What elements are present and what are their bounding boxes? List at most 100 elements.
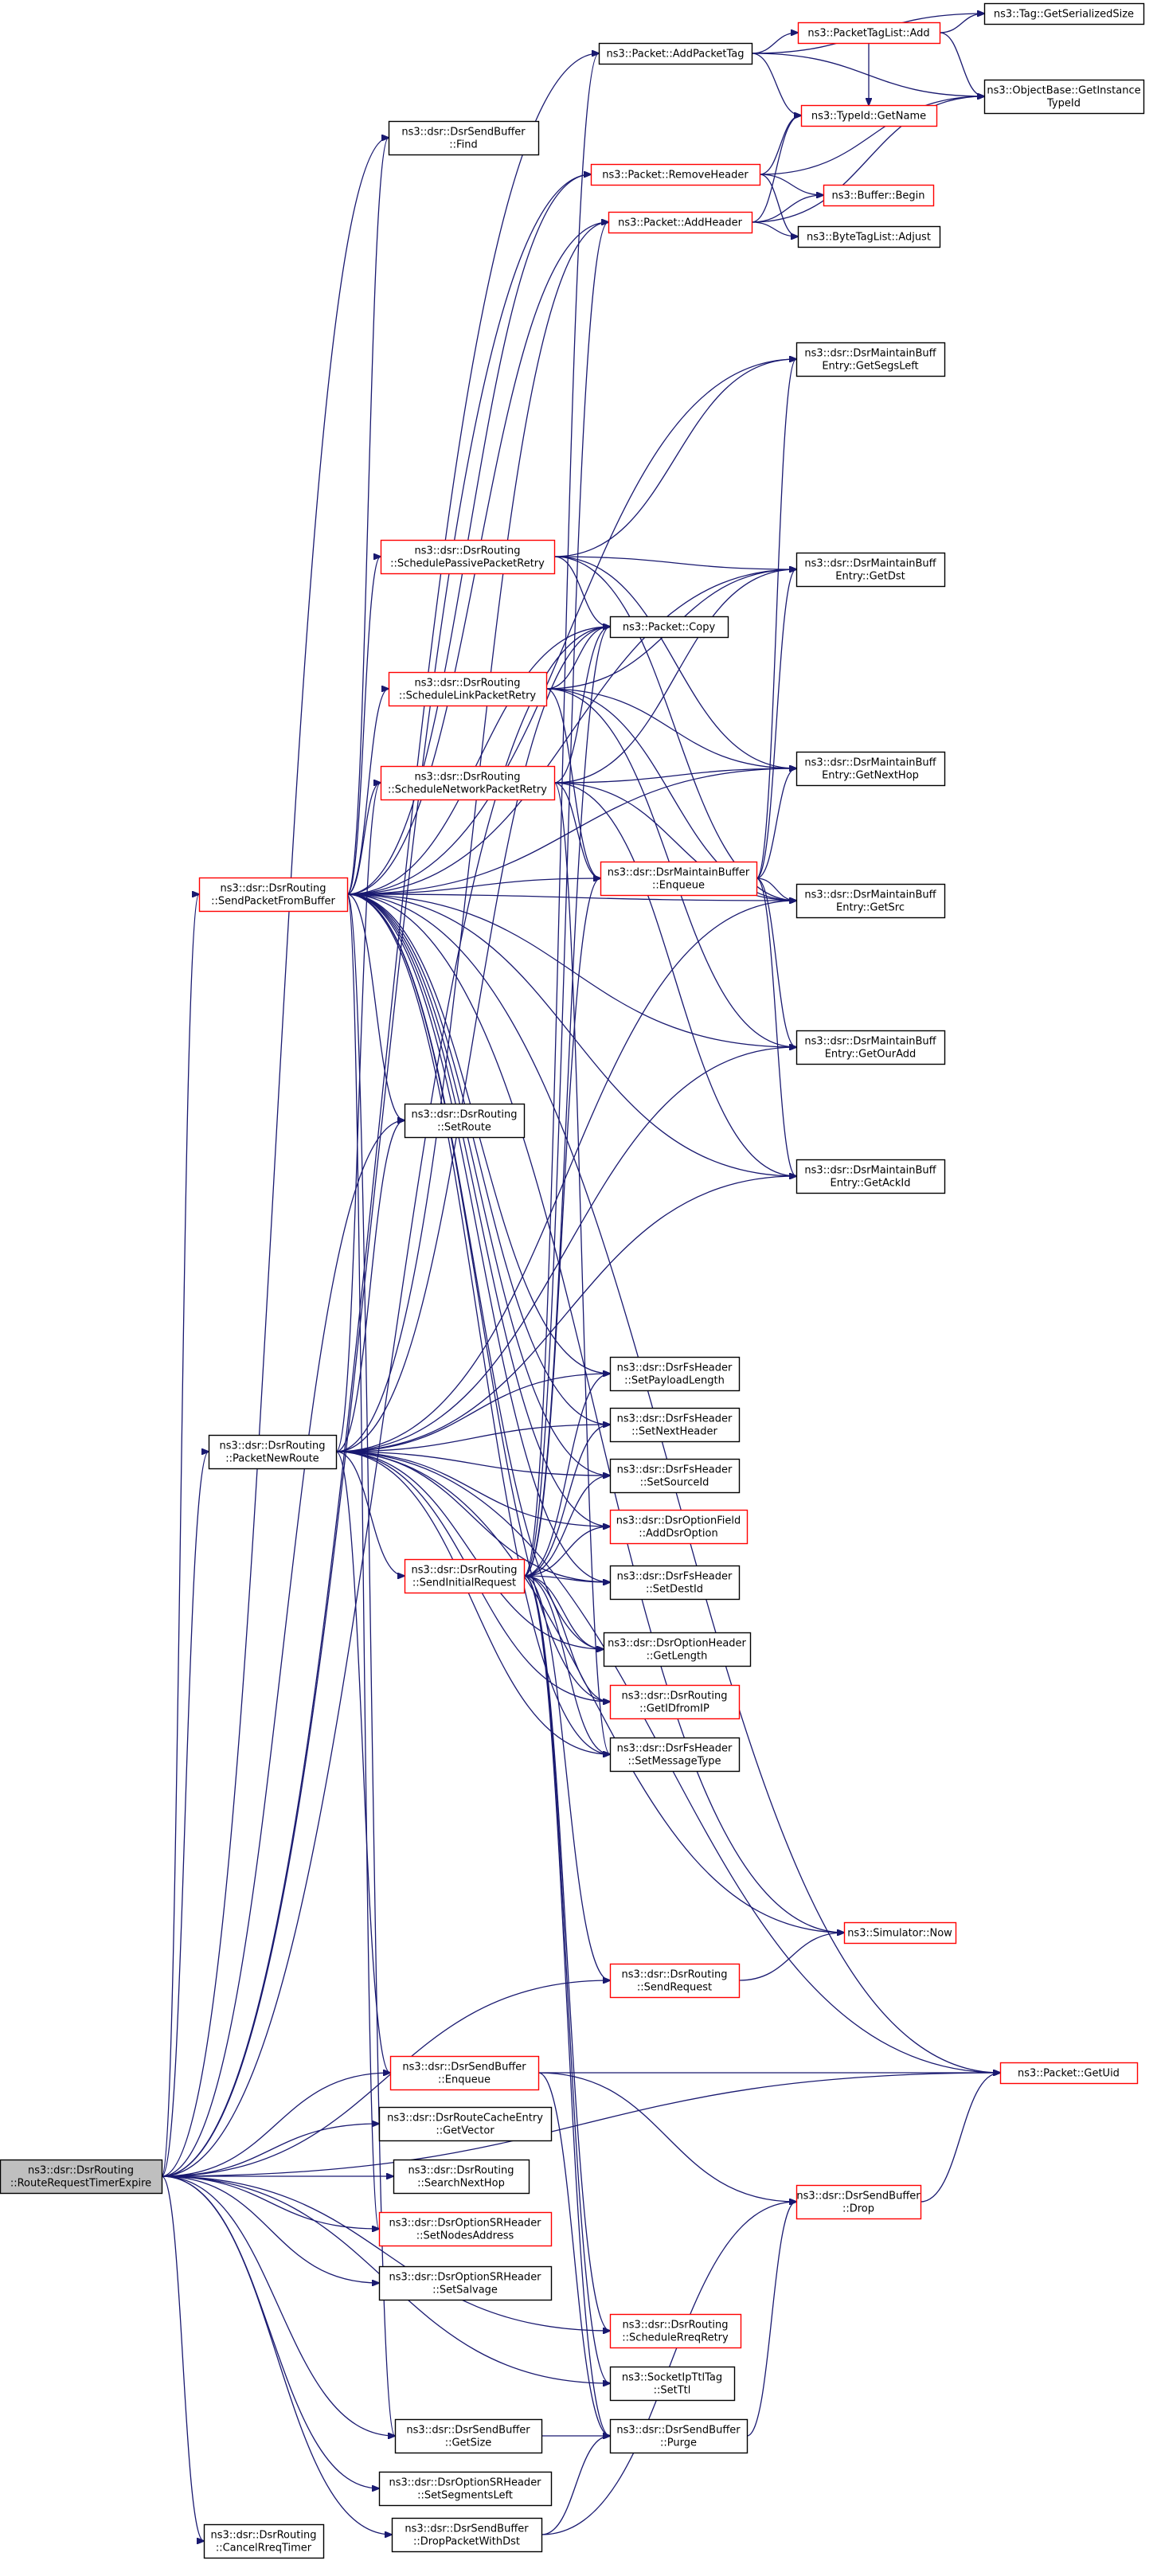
function-node-packetTagListAdd[interactable]: ns3::PacketTagList::Add bbox=[797, 21, 941, 45]
function-node-byteTagListAdjust[interactable]: ns3::ByteTagList::Adjust bbox=[797, 225, 941, 248]
function-node-getOurAdd[interactable]: ns3::dsr::DsrMaintainBuffEntry::GetOurAd… bbox=[795, 1030, 946, 1065]
function-node-setPayloadLength[interactable]: ns3::dsr::DsrFsHeader::SetPayloadLength bbox=[609, 1356, 741, 1392]
function-node-addPacketTag[interactable]: ns3::Packet::AddPacketTag bbox=[598, 42, 753, 65]
function-node-packetAddHeader[interactable]: ns3::Packet::AddHeader bbox=[608, 211, 753, 234]
function-node-setNextHeader[interactable]: ns3::dsr::DsrFsHeader::SetNextHeader bbox=[609, 1407, 741, 1443]
function-node-dropPacketWithDst[interactable]: ns3::dsr::DsrSendBuffer::DropPacketWithD… bbox=[391, 2517, 543, 2553]
call-edge-path bbox=[161, 2073, 390, 2177]
call-edge-root-to-sendPacketFromBuffer bbox=[161, 894, 199, 2177]
function-node-label: ns3::dsr::DsrRouting bbox=[211, 2530, 317, 2542]
function-node-label: ::SetMessageType bbox=[628, 1756, 721, 1768]
function-node-sendBufferGetSize[interactable]: ns3::dsr::DsrSendBuffer::GetSize bbox=[394, 2418, 543, 2454]
function-node-sendBufferPurge[interactable]: ns3::dsr::DsrSendBuffer::Purge bbox=[609, 2418, 749, 2454]
function-node-scheduleRreqRetry[interactable]: ns3::dsr::DsrRouting::ScheduleRreqRetry bbox=[609, 2313, 742, 2349]
function-node-typeIdGetName[interactable]: ns3::TypeId::GetName bbox=[800, 104, 938, 127]
function-node-getIDfromIP[interactable]: ns3::dsr::DsrRouting::GetIDfromIP bbox=[609, 1684, 741, 1720]
function-node-box bbox=[999, 2062, 1139, 2085]
function-node-setMessageType[interactable]: ns3::dsr::DsrFsHeader::SetMessageType bbox=[609, 1737, 741, 1773]
function-node-optionHeaderGetLength[interactable]: ns3::dsr::DsrOptionHeader::GetLength bbox=[603, 1632, 752, 1667]
function-node-label: ::ScheduleNetworkPacketRetry bbox=[388, 784, 547, 796]
call-edge-scheduleNetwork-to-setMessageType bbox=[553, 782, 610, 1754]
function-node-sendRequest[interactable]: ns3::dsr::DsrRouting::SendRequest bbox=[609, 1963, 741, 1999]
function-node-packetCopy[interactable]: ns3::Packet::Copy bbox=[609, 616, 729, 639]
function-node-label: ns3::dsr::DsrMaintainBuff bbox=[804, 1165, 936, 1177]
call-edge-sendInitialRequest-to-addPacketTag bbox=[523, 53, 599, 1577]
function-node-label: ns3::dsr::DsrRouting bbox=[623, 2320, 729, 2332]
function-node-maintainBufferEnqueue[interactable]: ns3::dsr::DsrMaintainBuffer::Enqueue bbox=[600, 861, 758, 897]
function-node-label: ::GetIDfromIP bbox=[639, 1703, 709, 1715]
call-edge-path bbox=[335, 627, 610, 1452]
function-node-setDestId[interactable]: ns3::dsr::DsrFsHeader::SetDestId bbox=[609, 1565, 741, 1601]
call-edge-path bbox=[523, 1575, 610, 1702]
function-node-socketIpTtlTagSetTtl[interactable]: ns3::SocketIpTtlTag::SetTtl bbox=[609, 2366, 736, 2402]
function-node-packetNewRoute[interactable]: ns3::dsr::DsrRouting::PacketNewRoute bbox=[208, 1434, 338, 1470]
function-node-box bbox=[603, 1632, 752, 1667]
call-edge-packetNewRoute-to-packetCopy bbox=[335, 627, 610, 1452]
call-edge-path bbox=[161, 138, 389, 2177]
call-edge-sendBufferDrop-to-packetGetUid bbox=[920, 2073, 1000, 2203]
function-node-setSourceId[interactable]: ns3::dsr::DsrFsHeader::SetSourceId bbox=[609, 1458, 741, 1494]
function-node-label: ns3::dsr::DsrSendBuffer bbox=[402, 2062, 526, 2074]
function-node-root[interactable]: ns3::dsr::DsrRouting::RouteRequestTimerE… bbox=[0, 2159, 163, 2195]
function-node-bufferBegin[interactable]: ns3::Buffer::Begin bbox=[823, 184, 935, 207]
function-node-label: ns3::dsr::DsrRouting bbox=[415, 772, 521, 784]
call-edge-packetTagListAdd-to-tagGetSerializedSize bbox=[939, 14, 984, 33]
call-edge-scheduleNetwork-to-getAckId bbox=[553, 782, 796, 1176]
function-node-getNextHop[interactable]: ns3::dsr::DsrMaintainBuffEntry::GetNextH… bbox=[795, 751, 946, 787]
call-edge-schedulePassive-to-packetCopy bbox=[553, 556, 610, 627]
function-node-packetRemoveHeader[interactable]: ns3::Packet::RemoveHeader bbox=[590, 163, 761, 186]
function-node-sendPacketFromBuffer[interactable]: ns3::dsr::DsrRouting::SendPacketFromBuff… bbox=[198, 877, 349, 913]
function-node-getSegsLeft[interactable]: ns3::dsr::DsrMaintainBuffEntry::GetSegsL… bbox=[795, 342, 946, 377]
function-node-scheduleNetwork[interactable]: ns3::dsr::DsrRouting::ScheduleNetworkPac… bbox=[380, 765, 556, 801]
function-node-setNodesAddress[interactable]: ns3::dsr::DsrOptionSRHeader::SetNodesAdd… bbox=[378, 2211, 553, 2247]
function-node-label: ::DropPacketWithDst bbox=[413, 2536, 520, 2548]
call-edge-path bbox=[545, 627, 610, 690]
function-node-box bbox=[598, 42, 753, 65]
function-node-box bbox=[203, 2523, 325, 2559]
function-node-box bbox=[208, 1434, 338, 1470]
function-node-cancelRreqTimer[interactable]: ns3::dsr::DsrRouting::CancelRreqTimer bbox=[203, 2523, 325, 2559]
function-node-setRoute[interactable]: ns3::dsr::DsrRouting::SetRoute bbox=[404, 1103, 526, 1139]
function-node-label: ns3::dsr::DsrRouting bbox=[412, 1565, 518, 1577]
function-node-addDsrOption[interactable]: ns3::dsr::DsrOptionField::AddDsrOption bbox=[609, 1509, 749, 1545]
call-edge-packetNewRoute-to-setNextHeader bbox=[335, 1425, 610, 1452]
function-node-tagGetSerializedSize[interactable]: ns3::Tag::GetSerializedSize bbox=[983, 2, 1145, 25]
call-edge-packetAddHeader-to-bufferBegin bbox=[751, 195, 823, 223]
call-edge-sendPacketFromBuffer-to-setDestId bbox=[346, 893, 610, 1582]
function-node-label: ns3::dsr::DsrRouting bbox=[415, 545, 521, 557]
function-node-searchNextHop[interactable]: ns3::dsr::DsrRouting::SearchNextHop bbox=[393, 2159, 530, 2195]
function-node-box bbox=[609, 1509, 749, 1545]
function-node-scheduleLink[interactable]: ns3::dsr::DsrRouting::ScheduleLinkPacket… bbox=[388, 671, 548, 707]
function-node-sendBufferEnqueue[interactable]: ns3::dsr::DsrSendBuffer::Enqueue bbox=[389, 2055, 540, 2091]
call-edge-path bbox=[523, 1575, 604, 1649]
function-node-routeCacheGetVector[interactable]: ns3::dsr::DsrRouteCacheEntry::GetVector bbox=[378, 2106, 553, 2142]
call-edge-path bbox=[335, 1176, 796, 1452]
call-edge-packetNewRoute-to-optionHeaderGetLength bbox=[335, 1451, 604, 1649]
function-node-sendInitialRequest[interactable]: ns3::dsr::DsrRouting::SendInitialRequest bbox=[404, 1558, 526, 1594]
function-node-setSalvage[interactable]: ns3::dsr::DsrOptionSRHeader::SetSalvage bbox=[378, 2265, 553, 2301]
call-edge-path bbox=[939, 32, 984, 96]
function-node-packetGetUid[interactable]: ns3::Packet::GetUid bbox=[999, 2062, 1139, 2085]
function-node-sendBufferFind[interactable]: ns3::dsr::DsrSendBuffer::Find bbox=[388, 120, 540, 156]
function-node-box bbox=[378, 2211, 553, 2247]
call-edge-path bbox=[553, 569, 796, 784]
function-node-label: TypeId bbox=[1046, 98, 1081, 110]
call-edge-sendPacketFromBuffer-to-getSrc bbox=[346, 893, 796, 901]
call-edge-root-to-routeCacheGetVector bbox=[161, 2124, 379, 2177]
call-edge-packetNewRoute-to-getSrc bbox=[335, 901, 796, 1452]
call-edge-path bbox=[346, 893, 395, 2436]
function-node-schedulePassive[interactable]: ns3::dsr::DsrRouting::SchedulePassivePac… bbox=[380, 539, 556, 575]
function-node-label: ::SearchNextHop bbox=[417, 2178, 505, 2190]
function-node-simulatorNow[interactable]: ns3::Simulator::Now bbox=[843, 1921, 957, 1945]
call-edge-root-to-sendRequest bbox=[161, 1980, 610, 2177]
function-node-sendBufferDrop[interactable]: ns3::dsr::DsrSendBuffer::Drop bbox=[795, 2184, 922, 2220]
call-edge-packetNewRoute-to-setPayloadLength bbox=[335, 1374, 610, 1452]
function-node-setSegmentsLeft[interactable]: ns3::dsr::DsrOptionSRHeader::SetSegments… bbox=[378, 2471, 553, 2507]
function-node-box bbox=[404, 1103, 526, 1139]
function-node-box bbox=[823, 184, 935, 207]
